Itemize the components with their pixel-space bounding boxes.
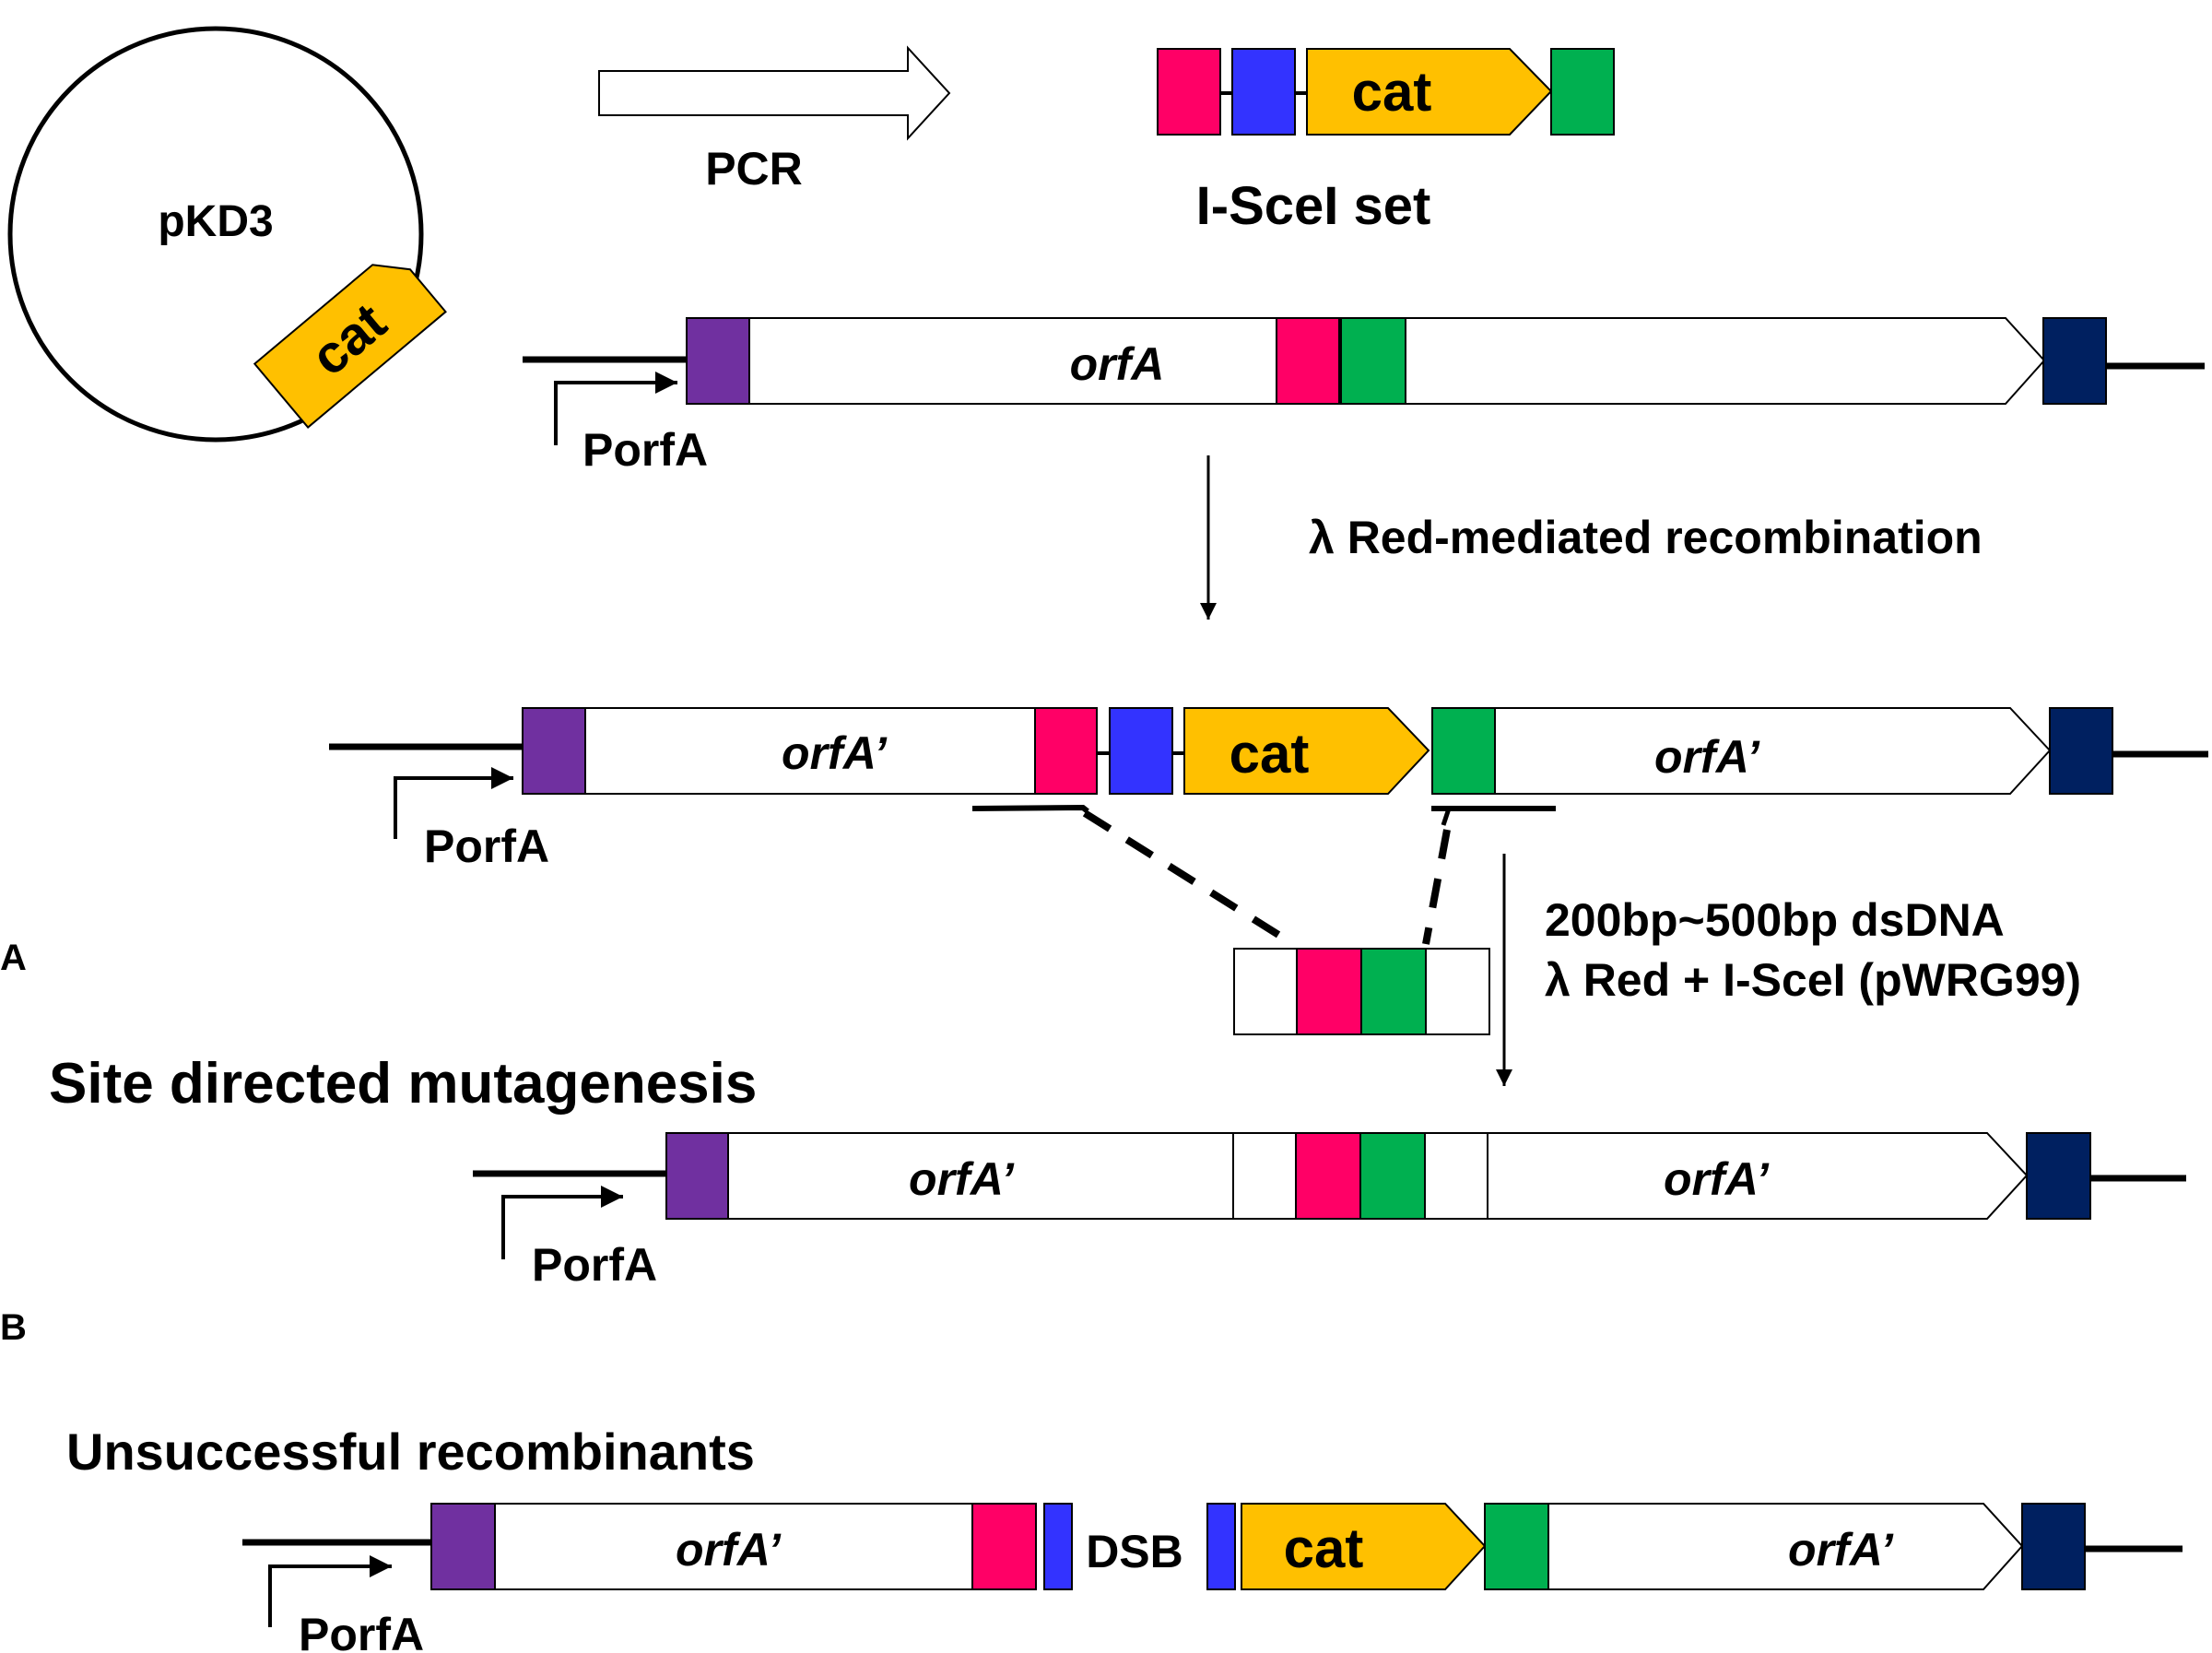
row2-promoter-label: PorfA	[424, 821, 549, 872]
sdm-title: Site directed mutagenesis	[49, 1052, 757, 1116]
pcr-arrow	[598, 45, 951, 141]
row2-green-site	[1431, 707, 1496, 795]
row4-magenta-site	[971, 1503, 1037, 1590]
row4-blue-half-right	[1206, 1503, 1236, 1590]
row-wildtype-orfa: orfA PorfA	[523, 317, 2205, 476]
row1-navy-box	[2042, 317, 2107, 405]
row3-magenta-site	[1295, 1132, 1361, 1220]
plasmid-name-label: pKD3	[158, 197, 273, 246]
plasmid-pkd3: pKD3 cat	[7, 26, 447, 443]
row2-promoter-arrow	[394, 767, 513, 839]
panel-label-a: A	[0, 938, 27, 978]
dsdna-label: 200bp~500bp dsDNA	[1545, 894, 2005, 946]
row-recombinant-with-cassette: orfA’ cat orfA’ PorfA	[329, 707, 2208, 945]
dsdna-fragment	[1233, 948, 1490, 1035]
row3-green-site	[1359, 1132, 1426, 1220]
isce-green-site	[1550, 48, 1615, 136]
row3-promoter-label: PorfA	[532, 1239, 657, 1291]
row2-magenta-site	[1034, 707, 1098, 795]
row1-magenta-site	[1276, 317, 1340, 405]
row4-cat-arrow	[1241, 1503, 1487, 1590]
row3-orfa-right-arrow	[1487, 1132, 2029, 1220]
isce-magenta-site	[1157, 48, 1221, 136]
plasmid-cat-arrow	[253, 264, 447, 429]
dashed-link-left	[1082, 809, 1286, 941]
recombination-step: λ Red-mediated recombination	[1200, 455, 1983, 620]
row2-cat-arrow	[1183, 707, 1430, 795]
mutagenesis-step: 200bp~500bp dsDNA λ Red + I-SceI (pWRG99…	[1496, 854, 2081, 1086]
row4-promoter-arrow	[268, 1555, 392, 1627]
pcr-step: PCR	[598, 45, 951, 195]
row4-green-site	[1484, 1503, 1549, 1590]
row2-orfa-left-box	[584, 707, 1036, 795]
row2-orfa-right-label: orfA’	[1654, 731, 1760, 783]
row4-dsb-label: DSB	[1086, 1526, 1183, 1577]
dsdna-white-right	[1425, 948, 1490, 1035]
dsdna-white-left	[1233, 948, 1298, 1035]
row2-cat-label: cat	[1230, 723, 1310, 785]
row2-orfa-left-label: orfA’	[782, 727, 888, 779]
panel-label-b: B	[0, 1307, 27, 1348]
row-site-directed-mutant: orfA’ orfA’ PorfA	[473, 1132, 2186, 1291]
dsdna-magenta-site	[1296, 948, 1362, 1035]
homology-arm-left	[971, 804, 1089, 814]
isce-cat-arrow	[1306, 48, 1553, 136]
row4-orfa-left-box	[494, 1503, 973, 1590]
row-unsuccessful-recombinant: orfA’ DSB cat orfA’ PorfA	[242, 1503, 2183, 1653]
red-scel-label: λ Red + I-SceI (pWRG99)	[1545, 954, 2081, 1006]
pcr-label: PCR	[705, 143, 803, 195]
row4-promoter-label: PorfA	[299, 1609, 424, 1653]
isce-set-label: I-SceI set	[1196, 176, 1431, 236]
recombination-label: λ Red-mediated recombination	[1309, 512, 1983, 563]
row3-orfa-left-label: orfA’	[909, 1153, 1015, 1205]
row2-purple-box	[522, 707, 586, 795]
row2-navy-box	[2049, 707, 2113, 795]
isce-blue-site	[1231, 48, 1296, 136]
row1-green-site	[1340, 317, 1406, 405]
row1-promoter-label: PorfA	[582, 424, 708, 476]
row3-purple-box	[665, 1132, 729, 1220]
row4-purple-box	[430, 1503, 496, 1590]
plasmid-circle	[7, 26, 424, 443]
row3-white-left	[1232, 1132, 1297, 1220]
isce-cat-label: cat	[1352, 61, 1432, 123]
row3-white-right	[1424, 1132, 1488, 1220]
row4-orfa-right-arrow	[1547, 1503, 2024, 1590]
row4-navy-box	[2021, 1503, 2086, 1590]
row1-promoter-arrow	[554, 372, 677, 445]
homology-arm-right-tick	[1441, 808, 1452, 826]
row4-orfa-left-label: orfA’	[676, 1524, 782, 1576]
dsdna-green-site	[1360, 948, 1427, 1035]
row1-purple-box	[686, 317, 750, 405]
row2-blue-site	[1109, 707, 1173, 795]
row2-orfa-right-arrow	[1494, 707, 2052, 795]
dashed-link-right	[1422, 829, 1451, 945]
isce-set-cassette: cat I-SceI set	[1157, 48, 1615, 236]
row4-cat-label: cat	[1284, 1517, 1364, 1579]
row3-promoter-arrow	[501, 1186, 623, 1259]
row3-orfa-right-label: orfA’	[1664, 1153, 1770, 1205]
row4-blue-half-left	[1043, 1503, 1073, 1590]
row1-orfa-label: orfA	[1070, 338, 1165, 390]
row4-orfa-right-label: orfA’	[1788, 1524, 1894, 1576]
row3-navy-box	[2026, 1132, 2091, 1220]
unsuccessful-title: Unsuccessful recombinants	[66, 1423, 755, 1481]
